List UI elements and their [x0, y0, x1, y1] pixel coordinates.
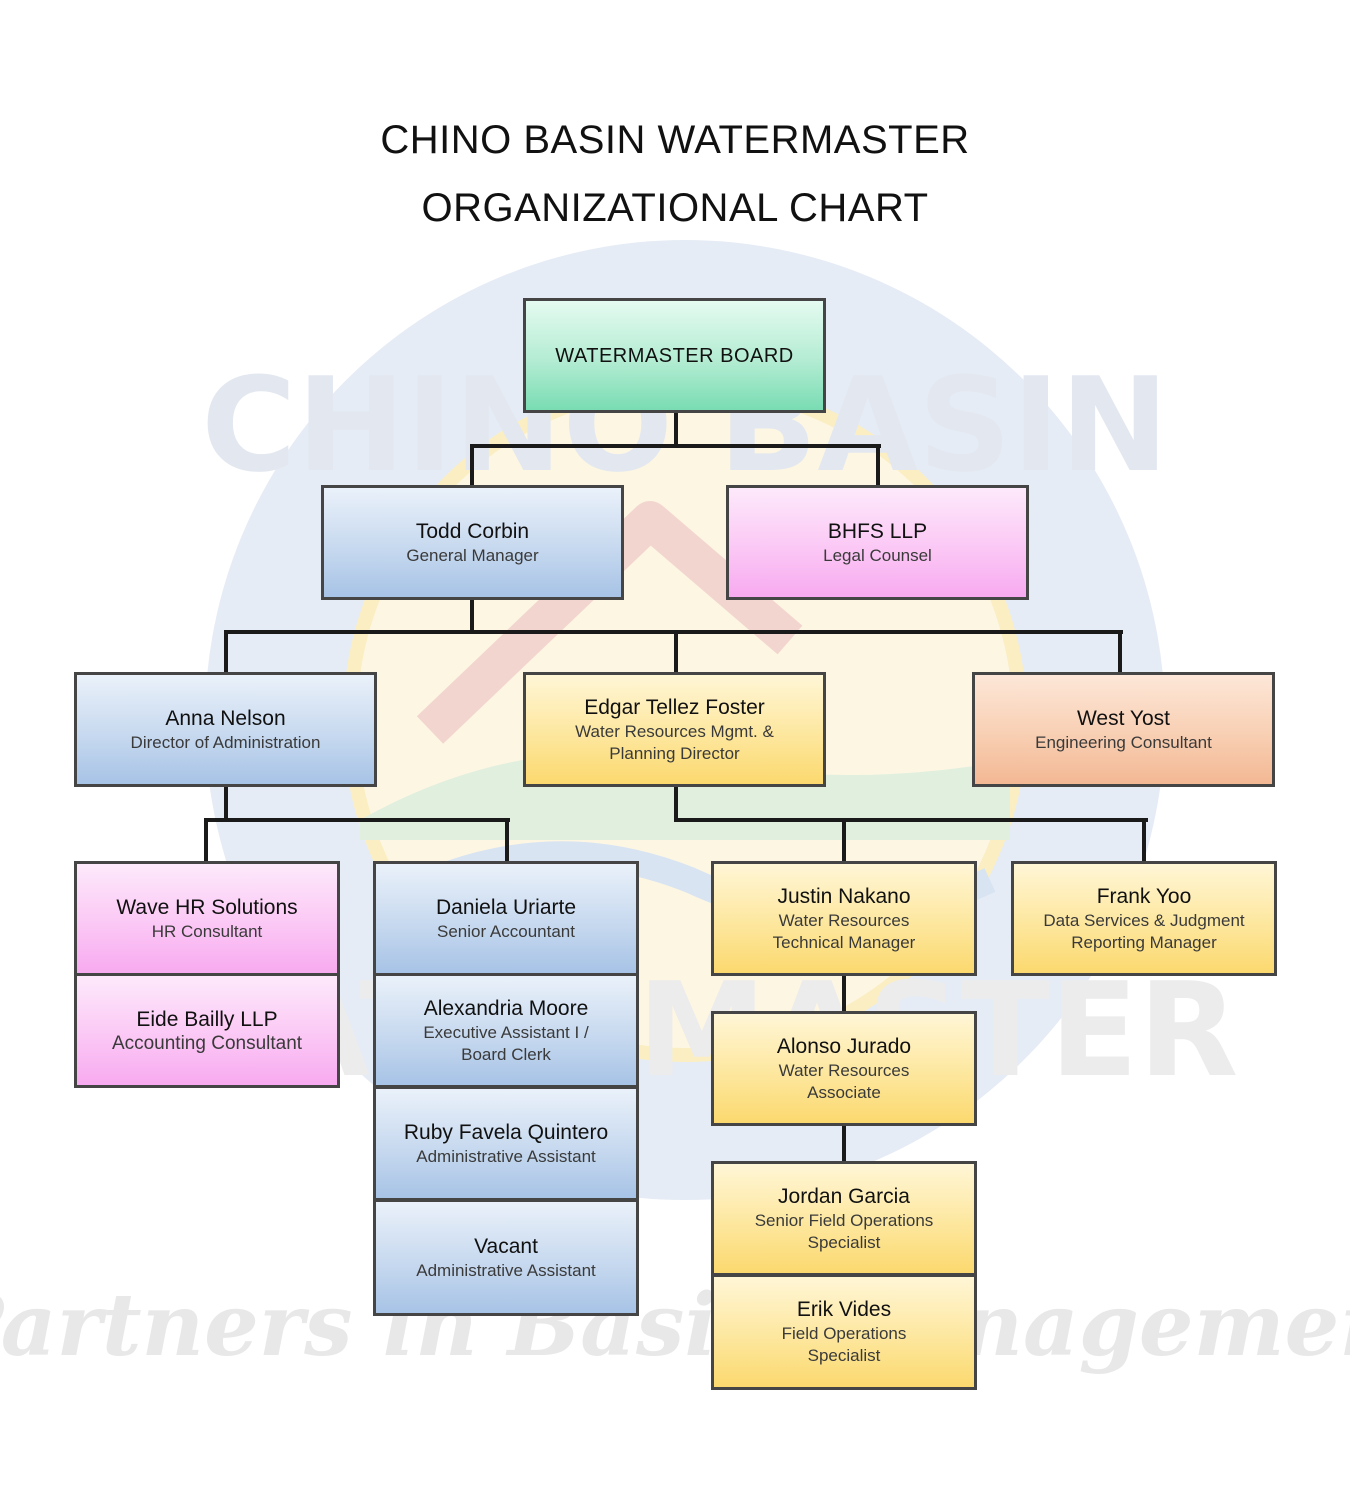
box-data-services-manager: Frank Yoo Data Services & Judgment Repor…	[1011, 861, 1277, 976]
senior-field-name: Jordan Garcia	[778, 1184, 910, 1208]
planning-dir-name: Edgar Tellez Foster	[584, 695, 765, 719]
connector-to-senior-accountant	[505, 818, 509, 863]
seal-roof-shape	[416, 501, 803, 744]
connector-to-gm	[470, 444, 474, 487]
connector-to-legal	[876, 444, 880, 487]
box-watermaster-board: WATERMASTER BOARD	[523, 298, 826, 413]
seal-tagline: Partners in Basin Management	[0, 1275, 1350, 1376]
box-administrative-assistant-1: Ruby Favela Quintero Administrative Assi…	[373, 1086, 639, 1201]
admin-dir-name: Anna Nelson	[165, 706, 286, 730]
box-general-manager: Todd Corbin General Manager	[321, 485, 624, 600]
connector-admin-down	[224, 785, 228, 822]
data-manager-role: Data Services & Judgment Reporting Manag…	[1043, 910, 1245, 952]
senior-accountant-role: Senior Accountant	[437, 921, 575, 941]
board-name: WATERMASTER BOARD	[555, 344, 794, 367]
accounting-name: Eide Bailly LLP	[136, 1007, 278, 1031]
box-engineering-consultant: West Yost Engineering Consultant	[972, 672, 1275, 787]
engineering-role: Engineering Consultant	[1035, 732, 1212, 752]
connector-admin-bar	[204, 818, 510, 822]
connector-board-down	[674, 412, 678, 448]
box-administrative-assistant-2: Vacant Administrative Assistant	[373, 1199, 639, 1316]
box-legal-counsel: BHFS LLP Legal Counsel	[726, 485, 1029, 600]
planning-dir-role: Water Resources Mgmt. & Planning Directo…	[575, 721, 774, 763]
senior-accountant-name: Daniela Uriarte	[435, 895, 577, 919]
field-role: Field Operations Specialist	[781, 1324, 907, 1365]
connector-gm-bar	[224, 630, 1123, 634]
accounting-role: Accounting Consultant	[111, 1032, 303, 1054]
associate-role: Water Resources Associate	[778, 1060, 910, 1102]
connector-planning-bar	[674, 818, 1148, 822]
gm-role: General Manager	[406, 545, 539, 565]
connector-to-tech-manager	[842, 818, 846, 863]
box-senior-field-specialist: Jordan Garcia Senior Field Operations Sp…	[711, 1161, 977, 1276]
field-name: Erik Vides	[796, 1298, 892, 1321]
associate-name: Alonso Jurado	[776, 1034, 912, 1058]
connector-gm-down	[470, 598, 474, 634]
tech-manager-name: Justin Nakano	[777, 884, 911, 908]
connector-to-engineering	[1118, 630, 1122, 674]
box-senior-accountant: Daniela Uriarte Senior Accountant	[373, 861, 639, 976]
admin-assistant-2-name: Vacant	[474, 1234, 538, 1258]
box-technical-manager: Justin Nakano Water Resources Technical …	[711, 861, 977, 976]
connector-planning-down	[674, 785, 678, 822]
connector-to-hr	[204, 818, 208, 863]
box-hr-consultant: Wave HR Solutions HR Consultant	[74, 861, 340, 976]
box-director-administration: Anna Nelson Director of Administration	[74, 672, 377, 787]
connector-tech-to-associate	[842, 974, 846, 1014]
gm-name: Todd Corbin	[415, 519, 530, 543]
exec-assistant-name: Alexandria Moore	[423, 996, 589, 1020]
hr-role: HR Consultant	[151, 921, 263, 941]
connector-to-planning-dir	[674, 630, 678, 674]
admin-assistant-2-role: Administrative Assistant	[416, 1260, 596, 1280]
connector-associate-to-senior-field	[842, 1124, 846, 1164]
connector-to-admin-dir	[224, 630, 228, 674]
admin-assistant-1-name: Ruby Favela Quintero	[403, 1120, 609, 1144]
hr-name: Wave HR Solutions	[116, 895, 298, 919]
chart-title-line1: CHINO BASIN WATERMASTER	[380, 118, 970, 162]
box-executive-assistant: Alexandria Moore Executive Assistant I /…	[373, 973, 639, 1088]
box-water-resources-associate: Alonso Jurado Water Resources Associate	[711, 1011, 977, 1126]
data-manager-name: Frank Yoo	[1096, 884, 1192, 908]
exec-assistant-role: Executive Assistant I / Board Clerk	[423, 1022, 589, 1064]
connector-board-bar	[470, 444, 881, 448]
box-accounting-consultant: Eide Bailly LLP Accounting Consultant	[74, 973, 340, 1088]
admin-assistant-1-role: Administrative Assistant	[416, 1146, 596, 1166]
box-planning-director: Edgar Tellez Foster Water Resources Mgmt…	[523, 672, 826, 787]
engineering-name: West Yost	[1076, 706, 1170, 730]
admin-dir-role: Director of Administration	[130, 732, 321, 752]
legal-name: BHFS LLP	[827, 519, 928, 543]
legal-role: Legal Counsel	[823, 545, 932, 565]
tech-manager-role: Water Resources Technical Manager	[772, 910, 916, 952]
chart-title-line2: ORGANIZATIONAL CHART	[421, 186, 929, 230]
box-field-specialist: Erik Vides Field Operations Specialist	[711, 1274, 977, 1390]
senior-field-role: Senior Field Operations Specialist	[754, 1210, 934, 1252]
connector-to-data-manager	[1142, 818, 1146, 863]
